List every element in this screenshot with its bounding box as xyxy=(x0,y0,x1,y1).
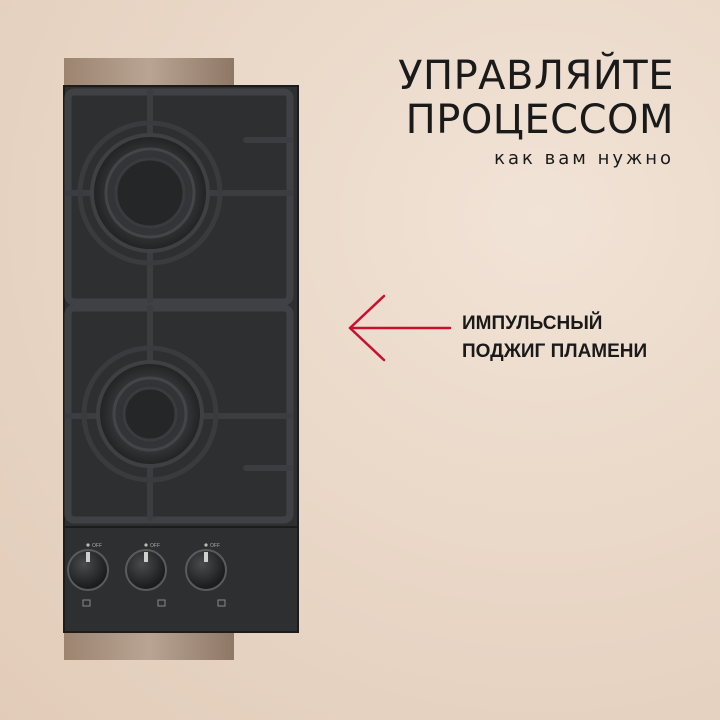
knob-middle: OFF xyxy=(125,543,167,607)
callout-line-1: ИМПУЛЬСНЫЙ xyxy=(462,313,603,334)
feature-callout: ИМПУЛЬСНЫЙ ПОДЖИГ ПЛАМЕНИ xyxy=(462,310,702,366)
svg-text:OFF: OFF xyxy=(150,543,160,549)
burner-large xyxy=(77,120,223,266)
callout-line-2: ПОДЖИГ ПЛАМЕНИ xyxy=(462,341,648,362)
svg-text:OFF: OFF xyxy=(92,543,102,549)
burner-small xyxy=(81,345,219,483)
headline: УПРАВЛЯЙТЕ ПРОЦЕССОМ как вам нужно xyxy=(314,54,674,169)
headline-line-1: УПРАВЛЯЙТЕ xyxy=(398,53,674,99)
knob-right: OFF xyxy=(185,543,227,607)
arrow-left-icon xyxy=(348,294,452,362)
headline-line-2: ПРОЦЕССОМ xyxy=(405,97,674,143)
knob-left: OFF xyxy=(67,543,109,607)
control-knobs: OFF OFF OFF xyxy=(67,543,227,607)
svg-text:OFF: OFF xyxy=(210,543,220,549)
headline-subtitle: как вам нужно xyxy=(494,148,674,169)
